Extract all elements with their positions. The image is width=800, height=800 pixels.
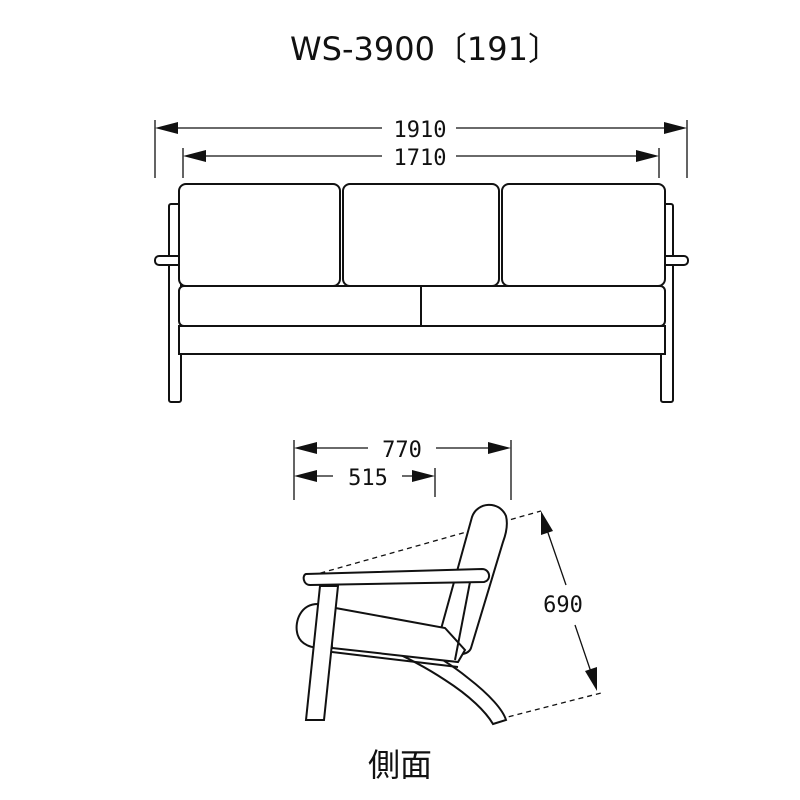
back-cushion-center xyxy=(342,183,500,287)
seat-rail-lower xyxy=(331,651,459,668)
front-rail xyxy=(178,325,666,355)
front-leg xyxy=(304,585,340,721)
front-view: 1910 1710 xyxy=(154,118,689,403)
depth-label: 770 xyxy=(382,438,422,463)
inner-width-label: 1710 xyxy=(394,146,447,171)
overall-width-label: 1910 xyxy=(394,118,447,143)
seat-depth-dimension: 515 xyxy=(294,466,436,497)
back-cushion-right xyxy=(501,183,666,287)
inner-width-dimension: 1710 xyxy=(182,146,660,178)
chair-side-profile xyxy=(295,503,508,726)
arm-support xyxy=(454,581,471,661)
back-cushion-left xyxy=(178,183,341,287)
height-label: 690 xyxy=(543,593,583,618)
height-dimension: 690 xyxy=(302,510,602,720)
depth-dimension: 770 xyxy=(293,438,512,500)
seat-depth-label: 515 xyxy=(348,466,388,491)
overall-width-dimension: 1910 xyxy=(154,118,688,178)
side-armrest xyxy=(302,567,490,587)
model-title: WS-3900〔191〕 xyxy=(290,30,560,68)
side-view-caption: 側面 xyxy=(368,746,432,784)
side-view: 770 515 690 xyxy=(293,438,602,784)
